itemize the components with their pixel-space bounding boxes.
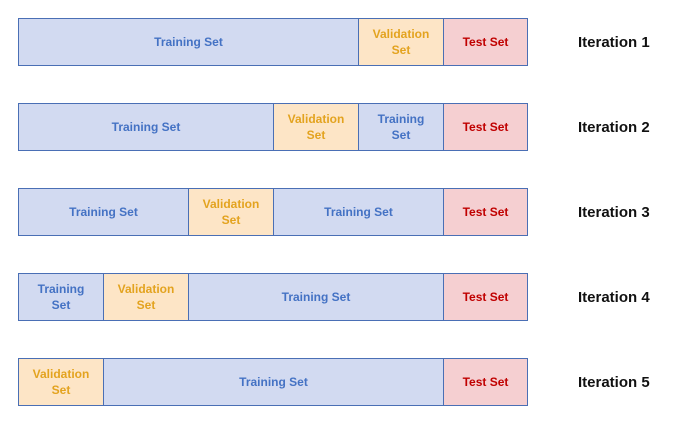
iteration-row-5: Validation Set Training Set Test Set Ite… <box>0 358 676 408</box>
segment-label: Test Set <box>462 35 509 49</box>
segment-label: Training Set <box>324 205 393 219</box>
iteration-label: Iteration 2 <box>578 118 650 136</box>
iteration-label: Iteration 3 <box>578 203 650 221</box>
validation-set-segment: Validation Set <box>19 359 104 405</box>
iteration-row-4: Training Set Validation Set Training Set… <box>0 273 676 323</box>
validation-set-segment: Validation Set <box>189 189 274 235</box>
iteration-row-3: Training Set Validation Set Training Set… <box>0 188 676 238</box>
segment-label: Training Set <box>69 205 138 219</box>
iteration-label: Iteration 1 <box>578 33 650 51</box>
training-set-segment: Training Set <box>19 189 189 235</box>
data-split-bar: Training Set Validation Set Test Set <box>18 18 528 66</box>
iteration-label: Iteration 4 <box>578 288 650 306</box>
test-set-segment: Test Set <box>444 359 527 405</box>
segment-label: Training Set <box>37 282 85 312</box>
segment-label: Training Set <box>377 112 425 142</box>
validation-set-segment: Validation Set <box>359 19 444 65</box>
segment-label: Test Set <box>462 205 509 219</box>
validation-set-segment: Validation Set <box>274 104 359 150</box>
training-set-segment: Training Set <box>274 189 444 235</box>
training-set-segment: Training Set <box>19 104 274 150</box>
segment-label: Validation Set <box>202 197 260 227</box>
segment-label: Validation Set <box>32 367 90 397</box>
data-split-bar: Validation Set Training Set Test Set <box>18 358 528 406</box>
segment-label: Training Set <box>111 120 181 134</box>
segment-label: Validation Set <box>372 27 430 57</box>
training-set-segment: Training Set <box>19 274 104 320</box>
segment-label: Validation Set <box>117 282 175 312</box>
data-split-bar: Training Set Validation Set Training Set… <box>18 273 528 321</box>
data-split-bar: Training Set Validation Set Training Set… <box>18 188 528 236</box>
training-set-segment: Training Set <box>359 104 444 150</box>
iteration-label: Iteration 5 <box>578 373 650 391</box>
training-set-segment: Training Set <box>104 359 444 405</box>
test-set-segment: Test Set <box>444 274 527 320</box>
iteration-row-1: Training Set Validation Set Test Set Ite… <box>0 18 676 68</box>
validation-set-segment: Validation Set <box>104 274 189 320</box>
training-set-segment: Training Set <box>19 19 359 65</box>
iteration-row-2: Training Set Validation Set Training Set… <box>0 103 676 153</box>
segment-label: Test Set <box>462 290 509 304</box>
test-set-segment: Test Set <box>444 104 527 150</box>
test-set-segment: Test Set <box>444 19 527 65</box>
segment-label: Test Set <box>462 120 509 134</box>
test-set-segment: Test Set <box>444 189 527 235</box>
data-split-bar: Training Set Validation Set Training Set… <box>18 103 528 151</box>
segment-label: Training Set <box>154 35 223 49</box>
segment-label: Training Set <box>281 290 351 304</box>
segment-label: Validation Set <box>287 112 345 142</box>
training-set-segment: Training Set <box>189 274 444 320</box>
segment-label: Test Set <box>462 375 509 389</box>
segment-label: Training Set <box>239 375 308 389</box>
